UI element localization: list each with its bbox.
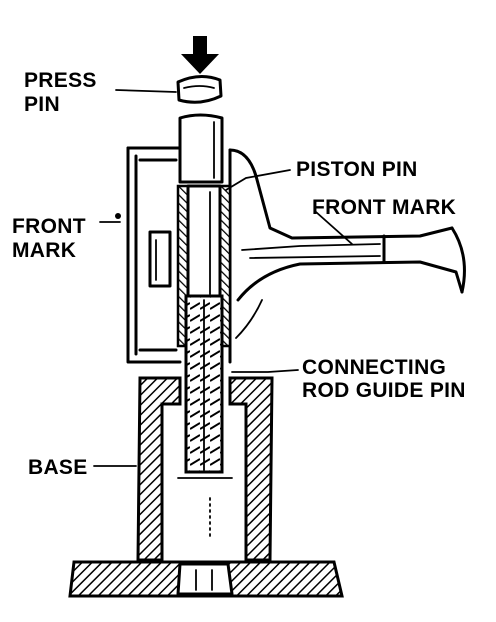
leader-lines bbox=[93, 89, 353, 467]
press-rod bbox=[178, 113, 224, 184]
connecting-rod bbox=[228, 148, 466, 364]
label-piston-pin: PISTON PIN bbox=[296, 158, 418, 181]
label-front-mark-left-line1: FRONT bbox=[12, 215, 86, 238]
guide-pin bbox=[184, 294, 224, 474]
base bbox=[68, 376, 344, 598]
label-front-mark-left-line2: MARK bbox=[12, 239, 76, 262]
label-press-pin-line2: PIN bbox=[24, 93, 60, 116]
press-arrow bbox=[181, 36, 219, 74]
label-front-mark-right: FRONT MARK bbox=[312, 196, 456, 219]
press-pin bbox=[176, 75, 223, 104]
piston-pin bbox=[176, 184, 232, 348]
label-base: BASE bbox=[28, 456, 88, 479]
label-press-pin-line1: PRESS bbox=[24, 69, 97, 92]
piston-body bbox=[126, 146, 182, 364]
label-connecting-rod-line2: ROD GUIDE PIN bbox=[302, 379, 466, 402]
label-connecting-rod-line1: CONNECTING bbox=[302, 356, 446, 379]
